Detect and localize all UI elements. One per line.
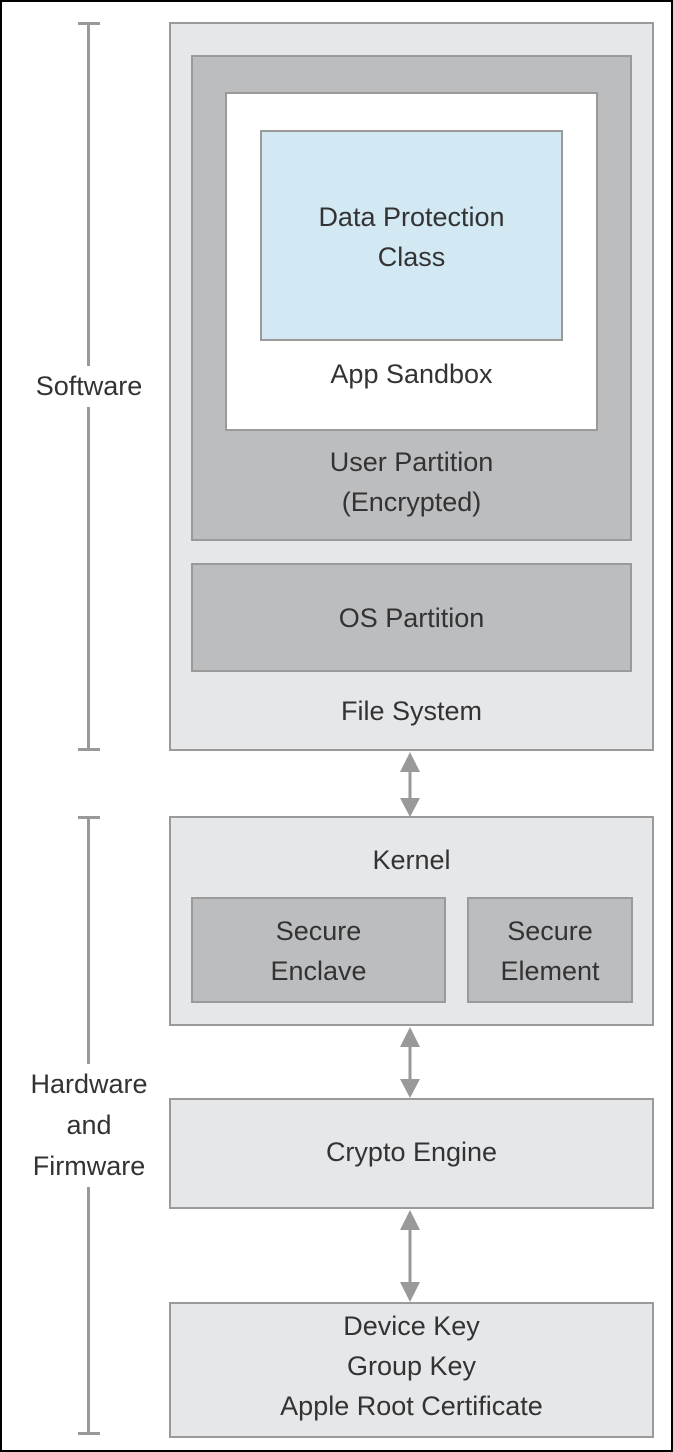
file-system-label: File System — [340, 696, 483, 726]
label: Device Key — [343, 1311, 480, 1341]
label: Data Protection — [318, 202, 505, 232]
arrow-crypto-keys — [400, 1210, 420, 1302]
label: Secure — [275, 916, 362, 946]
label-line: Firmware — [32, 1151, 146, 1181]
label: Enclave — [270, 956, 367, 986]
arrow-kernel-crypto — [400, 1027, 420, 1098]
label: App Sandbox — [330, 359, 493, 389]
label: Class — [377, 242, 446, 272]
label: User Partition — [329, 447, 494, 477]
label: Apple Root Certificate — [280, 1391, 543, 1421]
hardware-label: Hardware and Firmware — [12, 1064, 166, 1187]
bracket-cap — [78, 816, 100, 819]
bracket-cap — [78, 748, 100, 751]
secure-enclave-box: Secure Enclave — [191, 897, 446, 1003]
bracket-cap — [78, 1432, 100, 1435]
label: Kernel — [372, 845, 451, 875]
label: (Encrypted) — [341, 487, 482, 517]
crypto-engine-box: Crypto Engine — [169, 1098, 654, 1209]
label: Element — [500, 956, 600, 986]
keys-box: Device Key Group Key Apple Root Certific… — [169, 1302, 654, 1438]
label-line: and — [66, 1110, 112, 1140]
data-protection-class-box: Data Protection Class — [260, 130, 563, 341]
label-line: Hardware — [30, 1069, 148, 1099]
label: OS Partition — [338, 603, 485, 633]
software-label: Software — [22, 366, 156, 407]
os-partition-box: OS Partition — [191, 563, 632, 672]
label: Secure — [507, 916, 593, 946]
label: Group Key — [346, 1351, 477, 1381]
label: Crypto Engine — [325, 1137, 498, 1167]
bracket-cap — [78, 22, 100, 25]
arrow-fs-kernel — [400, 752, 420, 817]
secure-element-box: Secure Element — [467, 897, 633, 1003]
